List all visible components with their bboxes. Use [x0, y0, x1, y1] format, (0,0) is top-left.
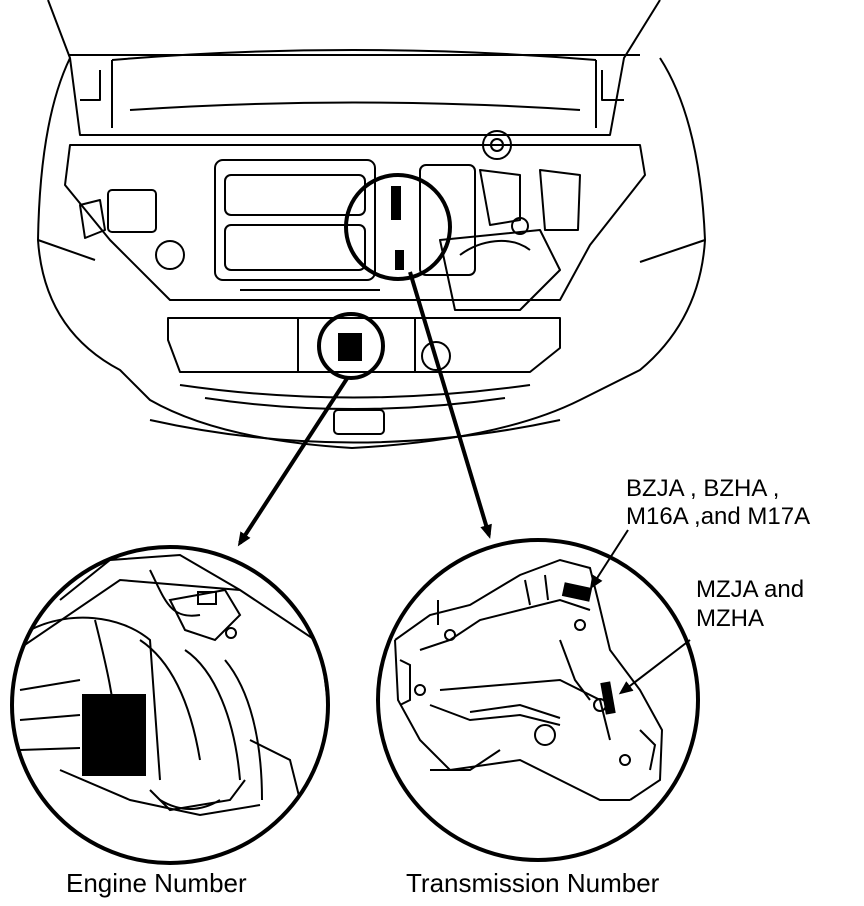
codes-a-pointer-arrow	[589, 529, 629, 590]
engine-pointer-arrow	[237, 375, 350, 547]
transmission-codes-b-line2: MZHA	[696, 605, 764, 632]
transmission-pointer-arrow	[408, 271, 492, 539]
transmission-codes-b-line1: MZJA and	[696, 576, 805, 603]
engine-bay-illustration	[37, 0, 706, 449]
engine-number-caption: Engine Number	[66, 868, 247, 898]
engine-number-location-circle	[317, 312, 385, 380]
transmission-codes-a-line2: M16A ,and M17A	[626, 503, 811, 530]
engine-detail-view	[10, 545, 330, 865]
transmission-detail-view	[376, 538, 700, 862]
transmission-number-caption: Transmission Number	[406, 868, 660, 898]
transmission-location-circle	[344, 173, 452, 281]
codes-b-pointer-arrow	[618, 639, 691, 695]
transmission-codes-a-line1: BZJA , BZHA ,	[626, 475, 780, 502]
